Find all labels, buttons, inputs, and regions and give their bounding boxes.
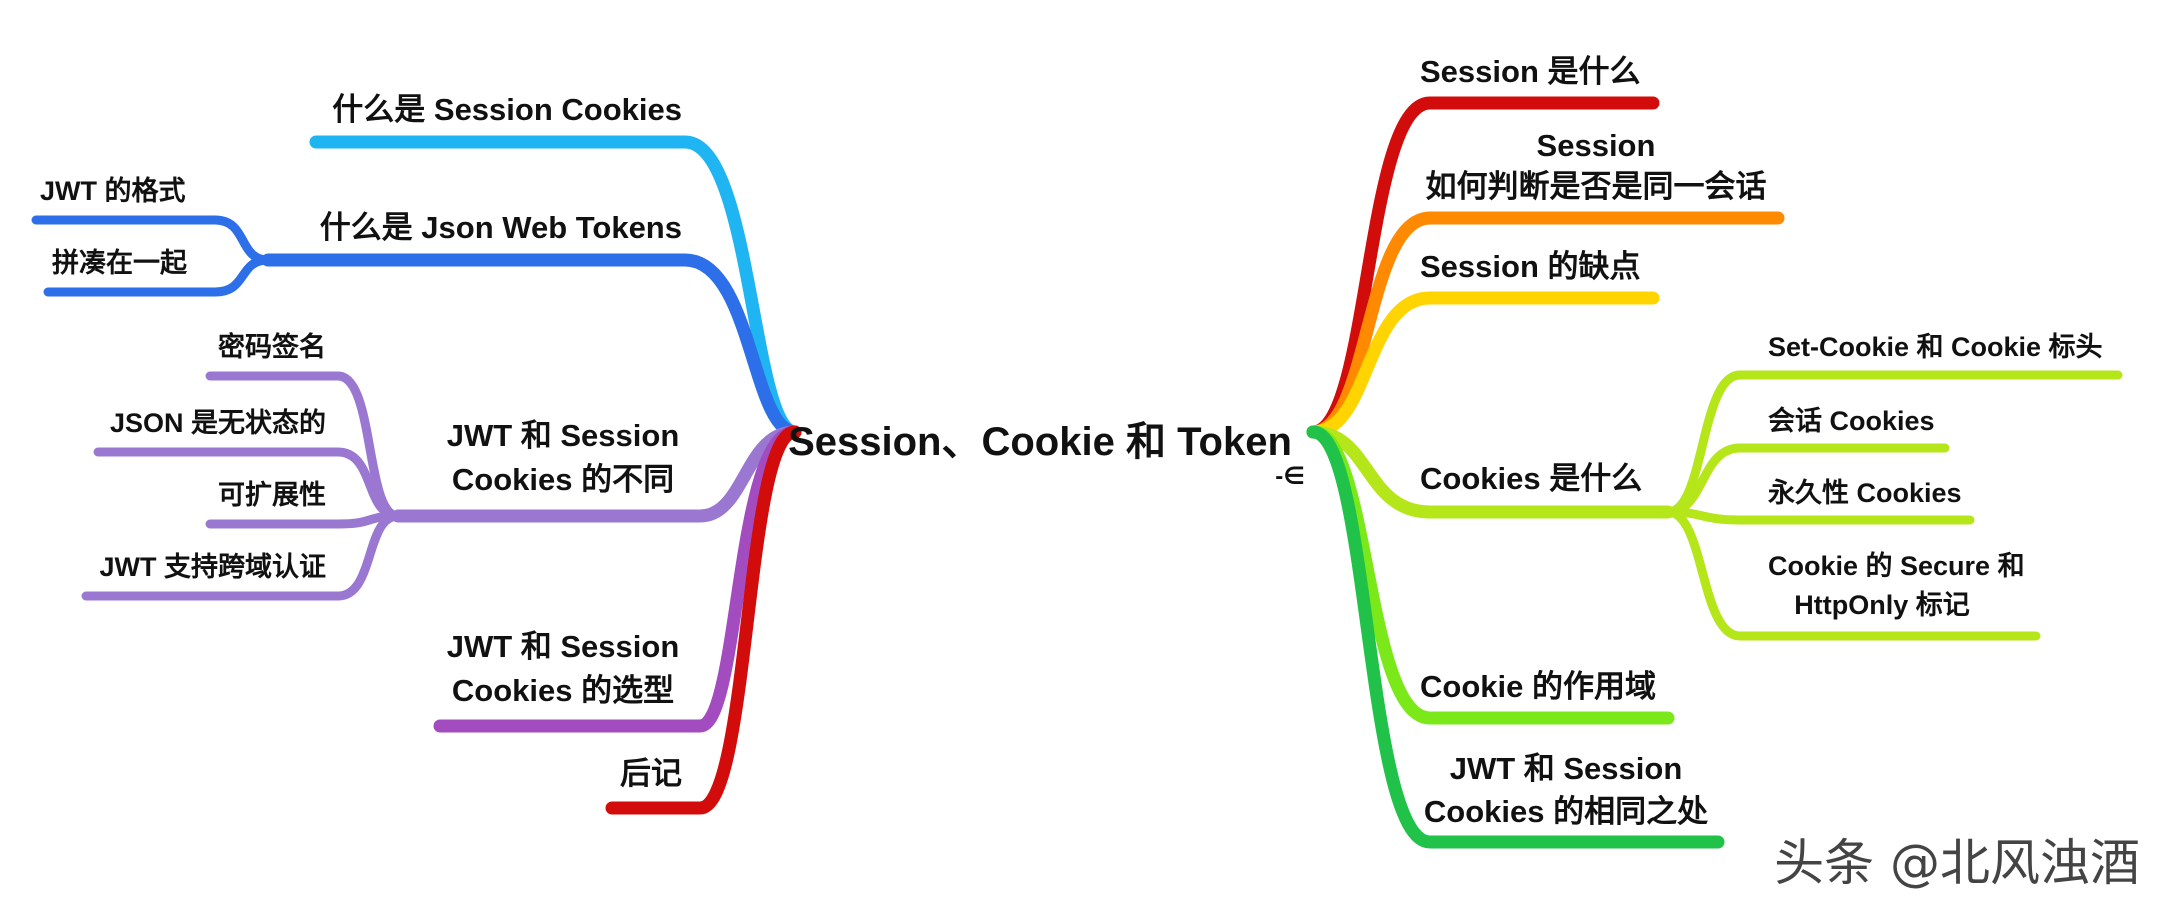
topic-jwt-vs-session-diff-line1[interactable]: JWT 和 Session [447, 418, 680, 453]
subtopic-scalability[interactable]: 可扩展性 [218, 480, 326, 510]
connector-assemble [43, 255, 273, 297]
topic-cookie-scope[interactable]: Cookie 的作用域 [1420, 669, 1656, 704]
subtopic-crypto-signature[interactable]: 密码签名 [218, 331, 326, 362]
right-branches [1306, 96, 2123, 849]
topic-what-is-session-cookies[interactable]: 什么是 Session Cookies [332, 92, 682, 127]
left-labels: 什么是 Session Cookies 什么是 Json Web Tokens … [40, 92, 682, 791]
subtopic-set-cookie-header[interactable]: Set-Cookie 和 Cookie 标头 [1768, 332, 2103, 362]
subtopic-jwt-format[interactable]: JWT 的格式 [40, 175, 186, 206]
topic-jwt-vs-session-choice-line1[interactable]: JWT 和 Session [447, 629, 680, 664]
connector-scalability [205, 511, 403, 529]
topic-jwt-vs-session-choice-line2[interactable]: Cookies 的选型 [452, 673, 674, 708]
connector-jwt-session-similarities [1306, 425, 1725, 849]
element-of-icon: -∈ [1275, 463, 1305, 490]
connector-afterword [605, 425, 802, 815]
subtopic-session-cookies[interactable]: 会话 Cookies [1768, 406, 1935, 436]
topic-afterword[interactable]: 后记 [620, 756, 682, 791]
connector-persistent-cookies [1663, 507, 1975, 525]
connector-secure-httponly [1663, 507, 2041, 641]
topic-session-drawbacks[interactable]: Session 的缺点 [1420, 249, 1641, 284]
subtopic-secure-httponly-line1[interactable]: Cookie 的 Secure 和 [1768, 550, 2025, 581]
topic-session-same-conversation-line1[interactable]: Session [1537, 128, 1656, 163]
topic-what-is-session[interactable]: Session 是什么 [1420, 54, 1641, 89]
topic-what-is-jwt[interactable]: 什么是 Json Web Tokens [320, 210, 682, 245]
right-labels: Session 是什么 Session 如何判断是否是同一会话 Session … [1420, 54, 2103, 829]
central-topic[interactable]: Session、Cookie 和 Token -∈ [788, 420, 1305, 490]
connector-cross-domain [81, 511, 403, 601]
left-branches [31, 135, 802, 815]
topic-what-is-cookies[interactable]: Cookies 是什么 [1420, 461, 1642, 496]
connector-what-is-jwt [261, 253, 802, 439]
topic-jwt-session-similarities-line1[interactable]: JWT 和 Session [1450, 751, 1683, 786]
subtopic-secure-httponly-line2[interactable]: HttpOnly 标记 [1794, 590, 1970, 620]
connector-session-drawbacks [1306, 291, 1660, 439]
topic-session-same-conversation-line2[interactable]: 如何判断是否是同一会话 [1426, 169, 1767, 204]
subtopic-persistent-cookies[interactable]: 永久性 Cookies [1767, 478, 1962, 508]
topic-jwt-vs-session-diff-line2[interactable]: Cookies 的不同 [452, 462, 674, 497]
subtopic-json-stateless[interactable]: JSON 是无状态的 [110, 407, 326, 438]
subtopic-assemble[interactable]: 拼凑在一起 [52, 248, 188, 278]
subtopic-cross-domain[interactable]: JWT 支持跨域认证 [100, 552, 327, 582]
topic-jwt-session-similarities-line2[interactable]: Cookies 的相同之处 [1424, 794, 1708, 829]
watermark: 头条 @北风浊酒 [1774, 834, 2140, 892]
central-topic-label: Session、Cookie 和 Token [788, 420, 1292, 464]
